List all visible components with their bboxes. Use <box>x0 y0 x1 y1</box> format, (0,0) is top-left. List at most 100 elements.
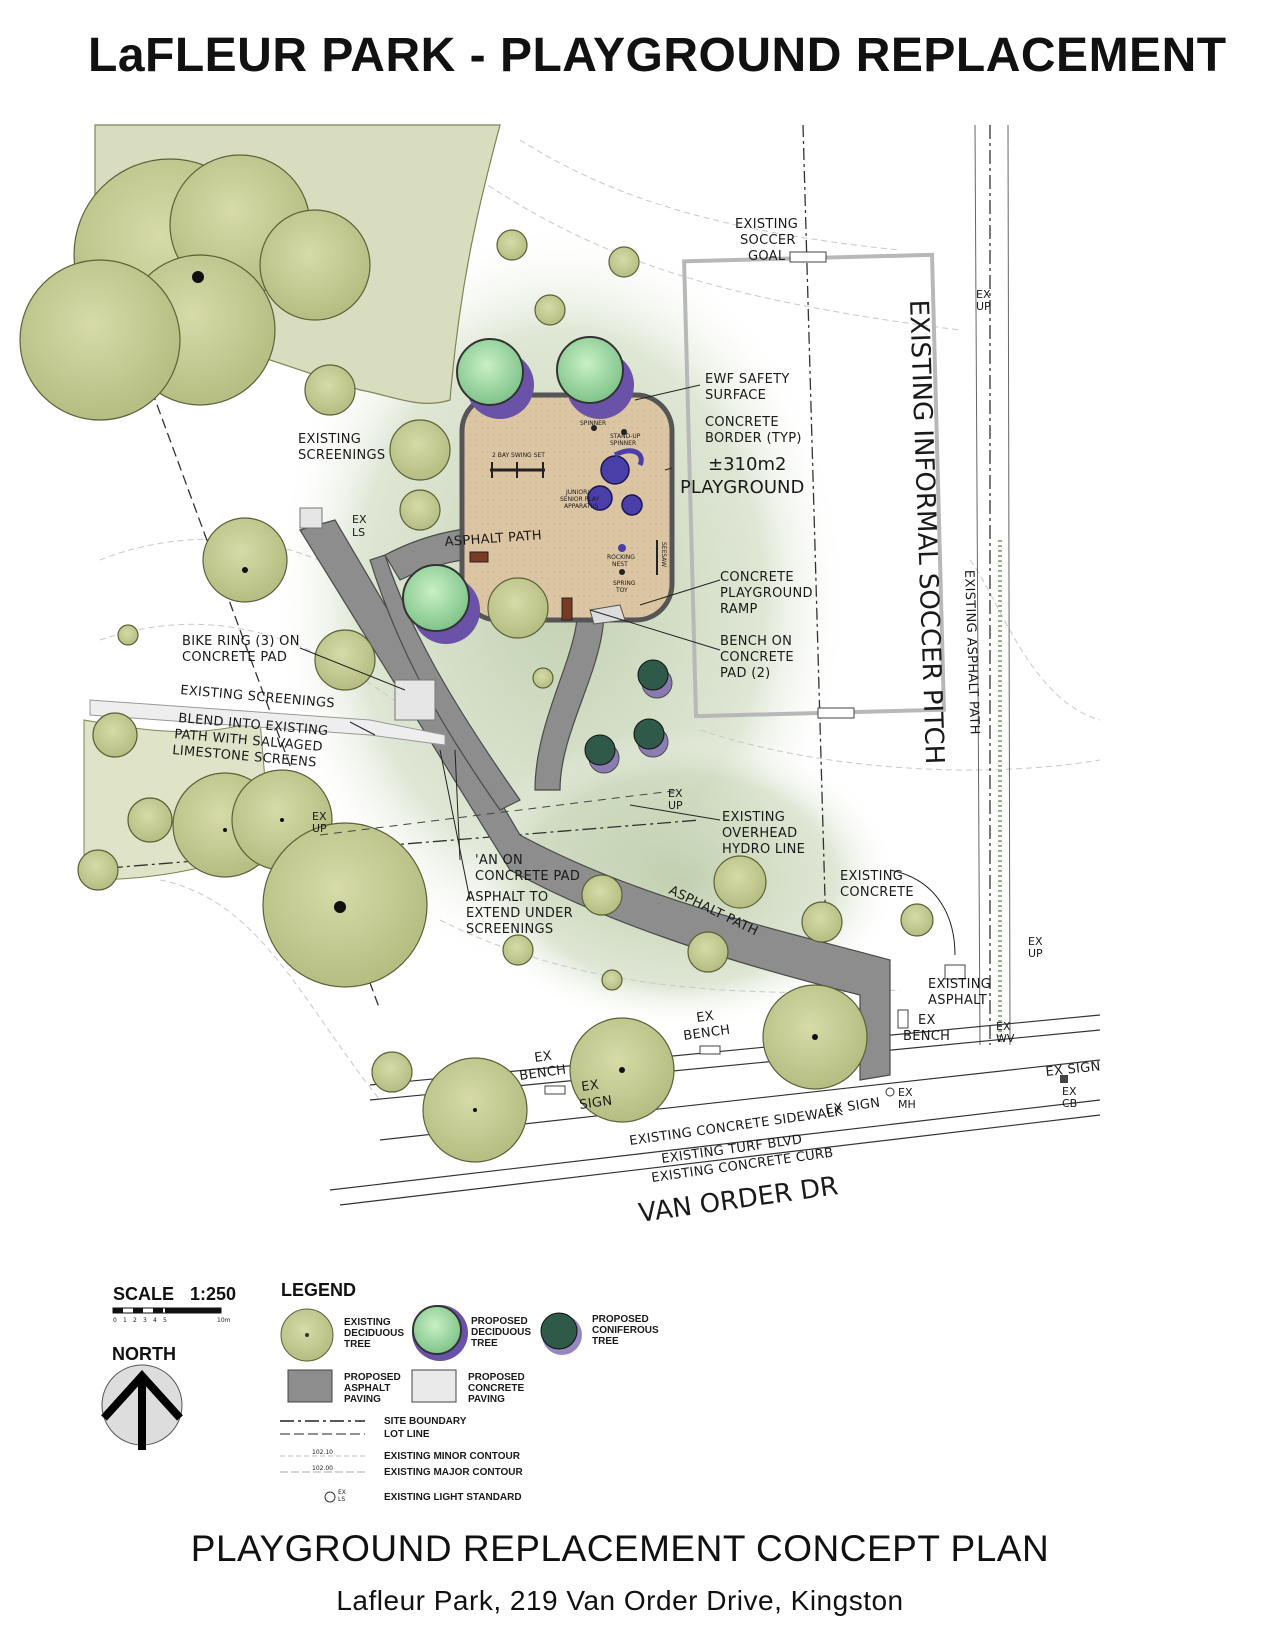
label-rocking-2: NEST <box>612 561 628 568</box>
existing-concrete-pad <box>944 964 966 980</box>
label-soccer-goal-top-1: EXISTING <box>735 217 798 232</box>
label-ex-up-left-1: EX <box>312 810 327 823</box>
label-spinner: SPINNER <box>580 420 606 427</box>
scale-tick-0: 0 <box>113 1317 117 1324</box>
label-standup-2: SPINNER <box>610 440 636 447</box>
label-ex-wv-1: EX <box>996 1020 1011 1033</box>
legend-concrete-swatch <box>411 1369 457 1403</box>
label-apparatus-1: JUNIOR/ <box>565 489 590 496</box>
scale-bar: SCALE 1:250 0 1 2 3 4 5 10m <box>112 1284 236 1324</box>
label-bike-ring-2: CONCRETE PAD <box>182 650 287 665</box>
scale-label: SCALE <box>113 1284 174 1304</box>
legend-proposed-3: TREE <box>471 1338 498 1349</box>
label-standup-1: STAND-UP <box>610 433 641 440</box>
label-ex-ls-1: EX <box>352 513 367 526</box>
proposed-deciduous-trees <box>402 336 634 644</box>
label-bike-ring-1: BIKE RING (3) ON <box>182 634 300 649</box>
legend-proposed-tree-icon <box>412 1305 462 1355</box>
label-bench-pad-1: BENCH ON <box>720 634 792 649</box>
label-playground-area: ±310m2 <box>708 454 786 475</box>
bench-2 <box>561 597 573 621</box>
label-asphalt-path-top: ASPHALT PATH <box>444 528 542 550</box>
legend-proposed-1: PROPOSED <box>471 1316 528 1327</box>
label-hydro-3: HYDRO LINE <box>722 842 805 857</box>
label-ex-up-right-1: EX <box>1028 935 1043 948</box>
legend-major-contour: EXISTING MAJOR CONTOUR <box>384 1467 523 1478</box>
legend-asphalt-swatch <box>287 1369 333 1403</box>
label-existing-concrete-2: CONCRETE <box>840 885 914 900</box>
label-ramp-3: RAMP <box>720 602 758 617</box>
bench-1 <box>469 551 489 563</box>
legend-conifer-2: CONIFEROUS <box>592 1325 659 1336</box>
legend-concrete-3: PAVING <box>468 1394 505 1405</box>
legend-heading: LEGEND <box>281 1280 356 1300</box>
legend-asphalt-2: ASPHALT <box>344 1383 390 1394</box>
label-ex-sign-left-1: EX <box>580 1078 600 1095</box>
label-spring-1: SPRING <box>613 580 636 587</box>
label-ex-bench-left-2: BENCH <box>518 1063 567 1084</box>
legend-major-value: 102.00 <box>312 1465 333 1472</box>
soccer-goal-bottom <box>817 707 855 719</box>
legend-existing-2: DECIDUOUS <box>344 1328 404 1339</box>
label-ex-cb-1: EX <box>1062 1085 1077 1098</box>
legend-minor-contour: EXISTING MINOR CONTOUR <box>384 1451 521 1462</box>
label-apparatus-3: APPARATUS <box>564 503 599 510</box>
label-playground: PLAYGROUND <box>680 477 804 498</box>
ex-bench-mid <box>699 1045 721 1055</box>
label-bench-pad-2: CONCRETE <box>720 650 794 665</box>
label-existing-asphalt-2: ASPHALT <box>928 993 987 1008</box>
legend-lot-line: LOT LINE <box>384 1429 430 1440</box>
ex-bench-left <box>544 1085 566 1095</box>
label-ex-up-topright-1: EX <box>976 288 991 301</box>
label-ex-up-mid-2: UP <box>668 799 683 812</box>
leader-lines <box>299 384 956 956</box>
legend: LEGEND EXISTING DECIDUOUS TREE PROPOSED … <box>280 1280 659 1503</box>
label-ex-bench-right-2: BENCH <box>903 1029 950 1044</box>
page-title: LaFLEUR PARK - PLAYGROUND REPLACEMENT <box>88 29 1227 82</box>
ex-ls-pad <box>299 507 323 529</box>
existing-deciduous-trees <box>19 154 934 1163</box>
scale-tick-4: 4 <box>153 1317 157 1324</box>
label-can-pad-2: CONCRETE PAD <box>475 869 580 884</box>
label-ex-mh-1: EX <box>898 1086 913 1099</box>
north-label: NORTH <box>112 1344 176 1364</box>
hydro-line <box>319 789 681 836</box>
legend-concrete-2: CONCRETE <box>468 1383 524 1394</box>
legend-proposed-2: DECIDUOUS <box>471 1327 531 1338</box>
label-ewf-2: SURFACE <box>705 388 766 403</box>
legend-site-boundary: SITE BOUNDARY <box>384 1416 467 1427</box>
ex-cb <box>1060 1075 1068 1083</box>
soccer-goal-top <box>789 251 827 263</box>
legend-light-standard-icon <box>324 1491 336 1503</box>
label-existing-concrete-1: EXISTING <box>840 869 903 884</box>
label-ex-up-right-2: UP <box>1028 947 1043 960</box>
label-ewf-1: EWF SAFETY <box>705 372 790 387</box>
play-equipment <box>490 425 658 575</box>
label-soccer-goal-top-2: SOCCER <box>740 233 796 248</box>
label-ex-sign-right: EX SIGN <box>1045 1059 1102 1080</box>
label-bench-pad-3: PAD (2) <box>720 666 771 681</box>
label-ex-bench-right-1: EX <box>918 1013 936 1028</box>
label-hydro-2: OVERHEAD <box>722 826 797 841</box>
label-asphalt-path-right: EXISTING ASPHALT PATH <box>961 570 982 735</box>
legend-conifer-1: PROPOSED <box>592 1314 649 1325</box>
legend-asphalt-1: PROPOSED <box>344 1372 401 1383</box>
legend-existing-1: EXISTING <box>344 1317 391 1328</box>
plan-heading: PLAYGROUND REPLACEMENT CONCEPT PLAN <box>190 1528 1050 1569</box>
concrete-ramp <box>589 604 626 625</box>
label-ramp-2: PLAYGROUND <box>720 586 813 601</box>
label-ex-up-left-2: UP <box>312 822 327 835</box>
label-spring-2: TOY <box>615 587 628 594</box>
label-hydro-1: EXISTING <box>722 810 785 825</box>
legend-asphalt-3: PAVING <box>344 1394 381 1405</box>
label-concrete-border-2: BORDER (TYP) <box>705 431 802 446</box>
label-ex-up-topright-2: UP <box>976 300 991 313</box>
ex-bench-right <box>897 1009 909 1029</box>
legend-light-ex: EX <box>338 1489 346 1496</box>
label-ex-bench-left-1: EX <box>533 1049 553 1066</box>
label-apparatus-2: SENIOR PLAY <box>560 496 599 503</box>
bike-ring-pad <box>394 679 436 721</box>
label-ex-ls-2: LS <box>352 526 365 539</box>
label-ex-bench-mid-1: EX <box>695 1009 715 1026</box>
